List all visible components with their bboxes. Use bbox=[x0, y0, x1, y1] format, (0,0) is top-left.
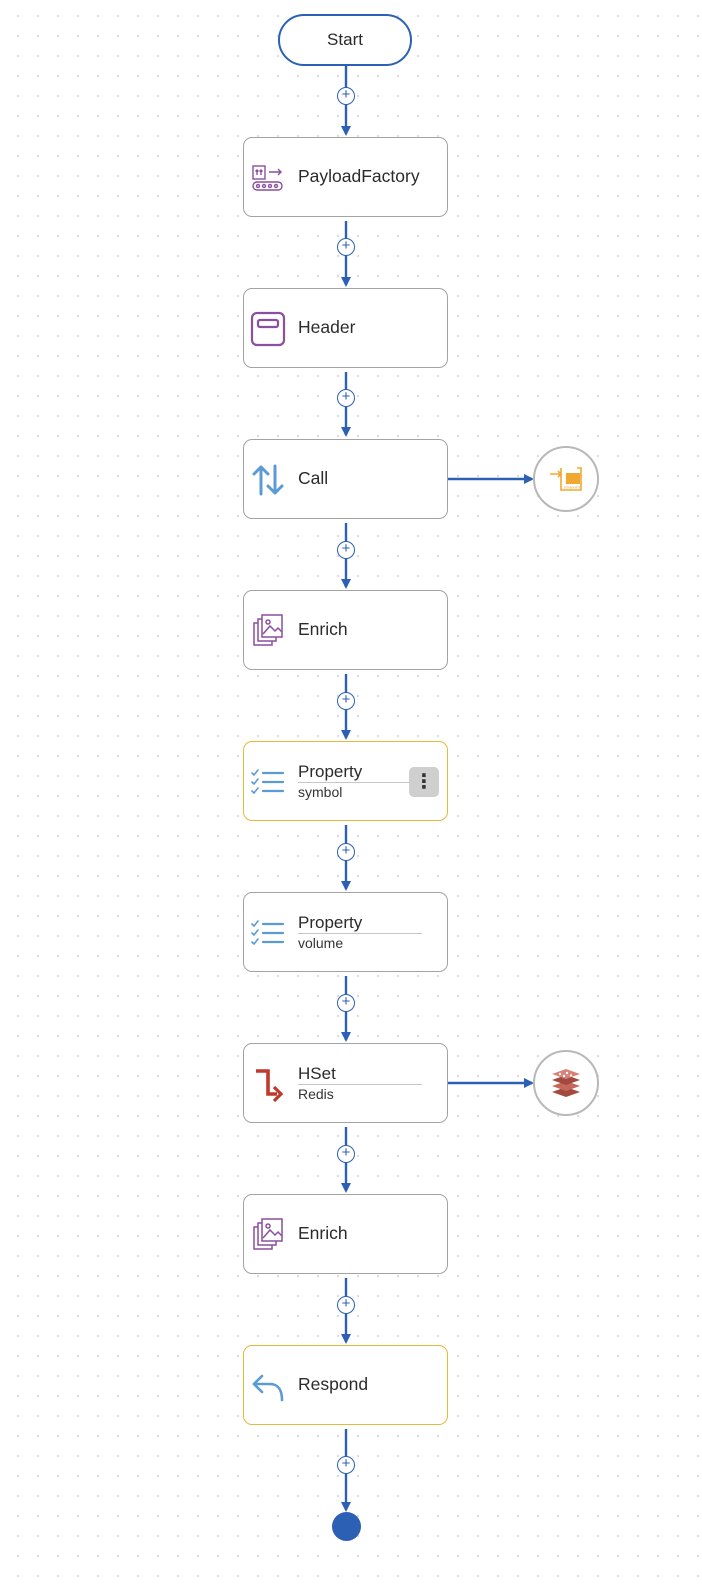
redis-connection-node[interactable] bbox=[533, 1050, 599, 1116]
node-enrich[interactable]: Enrich bbox=[243, 590, 448, 670]
endpoint-label: Endpoint bbox=[564, 485, 581, 490]
node-title: Call bbox=[298, 468, 329, 488]
node-call[interactable]: Call bbox=[243, 439, 448, 519]
title-divider bbox=[298, 933, 422, 934]
node-title: Header bbox=[298, 317, 356, 337]
header-icon bbox=[250, 311, 286, 347]
add-step-button[interactable]: + bbox=[337, 1145, 355, 1163]
node-payloadfactory[interactable]: PayloadFactory bbox=[243, 137, 448, 217]
node-property-symbol[interactable]: Property symbol ⋮ bbox=[243, 741, 448, 821]
add-step-button[interactable]: + bbox=[337, 238, 355, 256]
redis-connection-icon bbox=[552, 1069, 580, 1097]
start-label: Start bbox=[327, 30, 363, 49]
node-hset-redis[interactable]: HSet Redis bbox=[243, 1043, 448, 1123]
call-icon bbox=[250, 462, 286, 498]
add-step-button[interactable]: + bbox=[337, 87, 355, 105]
node-enrich[interactable]: Enrich bbox=[243, 1194, 448, 1274]
end-node[interactable] bbox=[332, 1512, 361, 1541]
node-subtitle: volume bbox=[298, 935, 344, 951]
redis-hset-icon bbox=[250, 1066, 286, 1102]
node-title: Enrich bbox=[298, 1223, 348, 1243]
add-step-button[interactable]: + bbox=[337, 541, 355, 559]
enrich-icon bbox=[250, 1217, 286, 1253]
add-step-button[interactable]: + bbox=[337, 692, 355, 710]
property-icon bbox=[250, 764, 286, 800]
add-step-button[interactable]: + bbox=[337, 1296, 355, 1314]
property-icon bbox=[250, 915, 286, 951]
respond-icon bbox=[250, 1368, 286, 1404]
start-node[interactable]: Start bbox=[278, 14, 412, 66]
node-title: Enrich bbox=[298, 619, 348, 639]
node-title: Property bbox=[298, 913, 363, 932]
title-divider bbox=[298, 1084, 422, 1085]
node-header[interactable]: Header bbox=[243, 288, 448, 368]
endpoint-icon: Endpoint bbox=[550, 467, 582, 491]
title-divider bbox=[298, 782, 422, 783]
add-step-button[interactable]: + bbox=[337, 994, 355, 1012]
node-respond[interactable]: Respond bbox=[243, 1345, 448, 1425]
node-subtitle: Redis bbox=[298, 1086, 334, 1102]
node-property-volume[interactable]: Property volume bbox=[243, 892, 448, 972]
add-step-button[interactable]: + bbox=[337, 843, 355, 861]
endpoint-node[interactable]: Endpoint bbox=[533, 446, 599, 512]
node-title: Respond bbox=[298, 1374, 369, 1394]
node-title: Property bbox=[298, 762, 363, 781]
enrich-icon bbox=[250, 613, 286, 649]
add-step-button[interactable]: + bbox=[337, 1456, 355, 1474]
payload-factory-icon bbox=[250, 160, 286, 196]
node-subtitle: symbol bbox=[298, 784, 343, 800]
add-step-button[interactable]: + bbox=[337, 389, 355, 407]
node-title: PayloadFactory bbox=[298, 166, 420, 186]
more-options-button[interactable]: ⋮ bbox=[409, 767, 439, 797]
node-title: HSet bbox=[298, 1064, 336, 1083]
